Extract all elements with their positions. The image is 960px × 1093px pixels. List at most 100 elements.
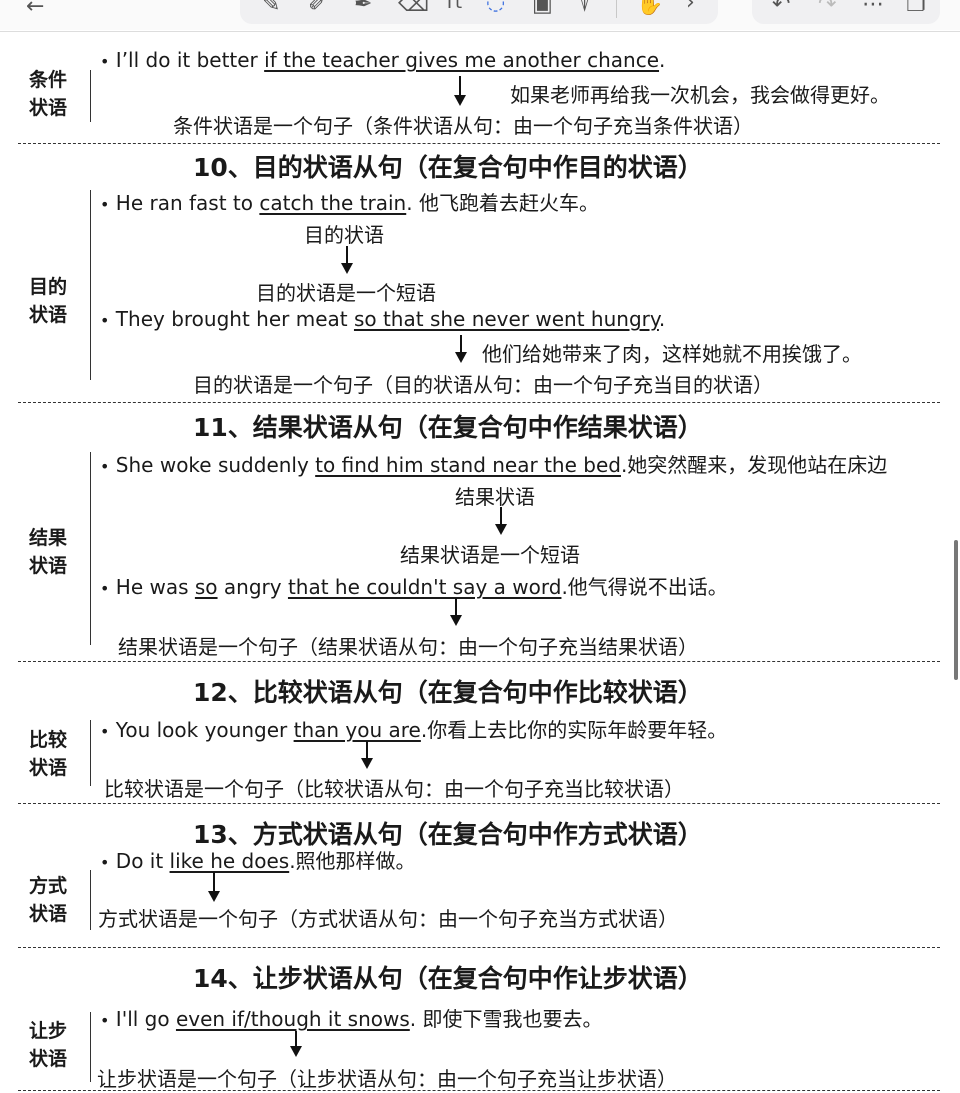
hand-icon[interactable]: ✋ [636, 0, 664, 17]
section-label-concession: 让步 状语 [20, 1017, 76, 1073]
section-label-purpose: 目的 状语 [20, 273, 76, 329]
example-sentence: • You look younger than you are.你看上去比你的实… [100, 714, 727, 743]
sentence-text: You look younger [115, 718, 294, 742]
phrase-note: 结果状语是一个短语 [400, 543, 580, 567]
label-bracket [90, 870, 91, 930]
section-heading: 13、方式状语从句（在复合句中作方式状语） [193, 820, 703, 849]
section-divider [18, 947, 940, 948]
example-sentence: • I'll go even if/though it snows. 即使下雪我… [100, 1003, 603, 1032]
label-line-1: 让步 [28, 1020, 67, 1042]
toolbar-separator [616, 0, 617, 18]
bullet: • [100, 722, 110, 741]
sentence-end: . [658, 307, 666, 331]
pages-icon[interactable]: ❐ [906, 0, 926, 17]
bullet: • [100, 52, 110, 71]
bullet: • [100, 1011, 110, 1030]
section-heading: 10、目的状语从句（在复合句中作目的状语） [193, 153, 703, 182]
label-line-1: 结果 [28, 527, 67, 549]
arrow-head-icon [361, 758, 373, 769]
section-label-manner: 方式 状语 [20, 872, 76, 928]
phrase-note: 目的状语是一个短语 [256, 281, 436, 305]
example-sentence: • I’ll do it better if the teacher gives… [100, 48, 665, 72]
translation: 他们给她带来了肉，这样她就不用挨饿了。 [482, 342, 862, 366]
vertical-scrollbar[interactable] [954, 540, 958, 680]
underlined-clause: than you are [293, 718, 421, 742]
mic-icon[interactable]: ⍒ [578, 0, 592, 17]
section-label-result: 结果 状语 [20, 524, 76, 580]
section-label-condition: 条件 状语 [20, 66, 76, 122]
text-tool-icon[interactable]: Tt [444, 0, 463, 13]
clause-note: 目的状语是一个句子（目的状语从句：由一个句子充当目的状语） [193, 373, 773, 397]
section-divider [18, 143, 940, 144]
sentence-text: I’ll do it better [115, 48, 265, 72]
sentence-text: They brought her meat [115, 307, 354, 331]
arrow-down-icon [460, 335, 462, 353]
underlined-clause: so that she never went hungry [353, 307, 659, 331]
chevron-right-icon[interactable]: › [686, 0, 695, 15]
label-line-1: 条件 [28, 69, 67, 91]
toolbar-divider [0, 31, 960, 32]
app-toolbar: ← ✎ ✐ ✒ ⌫ Tt ◌ ▣ ⍒ ✋ › ↶ ↷ ⋯ ❐ [0, 0, 960, 30]
clause-note: 结果状语是一个句子（结果状语从句：由一个句子充当结果状语） [118, 635, 698, 659]
sentence-text: angry [217, 575, 288, 599]
arrow-down-icon [455, 598, 457, 616]
arrow-down-icon [213, 872, 215, 892]
sentence-end: .他气得说不出话。 [561, 575, 728, 599]
sentence-text: She woke suddenly [115, 453, 316, 477]
lasso-icon[interactable]: ◌ [486, 0, 506, 15]
label-line-2: 状语 [28, 97, 67, 119]
label-bracket [90, 1012, 91, 1082]
redo-icon[interactable]: ↷ [818, 0, 837, 17]
section-divider [18, 661, 940, 662]
annotation-label: 结果状语 [455, 485, 535, 509]
image-icon[interactable]: ▣ [532, 0, 553, 17]
example-sentence: • She woke suddenly to find him stand ne… [100, 449, 887, 478]
label-line-1: 方式 [28, 875, 67, 897]
bullet: • [100, 195, 110, 214]
section-label-comparison: 比较 状语 [20, 726, 76, 782]
underlined-phrase: to find him stand near the bed [315, 453, 621, 477]
action-group: ↶ ↷ ⋯ ❐ [752, 0, 940, 24]
example-sentence: • He ran fast to catch the train. 他飞跑着去赶… [100, 187, 599, 216]
label-line-2: 状语 [28, 903, 67, 925]
arrow-head-icon [208, 891, 220, 902]
underlined-clause: even if/though it snows [175, 1007, 410, 1031]
sentence-end: .你看上去比你的实际年龄要年轻。 [420, 718, 728, 742]
section-divider [18, 1090, 940, 1091]
undo-icon[interactable]: ↶ [772, 0, 791, 17]
underlined-phrase: catch the train [259, 191, 407, 215]
label-bracket [90, 720, 91, 786]
arrow-head-icon [290, 1046, 302, 1057]
sentence-text: Do it [115, 849, 170, 873]
label-bracket [90, 452, 91, 645]
arrow-down-icon [459, 76, 461, 96]
annotation-label: 目的状语 [304, 223, 384, 247]
label-line-2: 状语 [28, 555, 67, 577]
bullet: • [100, 579, 110, 598]
eraser-icon[interactable]: ⌫ [398, 0, 430, 17]
bullet: • [100, 457, 110, 476]
underlined-clause: that he couldn't say a word [287, 575, 562, 599]
clause-note: 比较状语是一个句子（比较状语从句：由一个句子充当比较状语） [104, 777, 684, 801]
underlined-clause: if the teacher gives me another chance [264, 48, 660, 72]
underlined-clause: like he does [169, 849, 290, 873]
highlighter-icon[interactable]: ✒ [354, 0, 373, 17]
pen-icon[interactable]: ✎ [262, 0, 281, 17]
arrow-head-icon [455, 352, 467, 363]
label-line-1: 目的 [28, 276, 67, 298]
back-arrow-icon[interactable]: ← [26, 0, 45, 19]
example-sentence: • Do it like he does.照他那样做。 [100, 845, 416, 874]
sentence-end: .她突然醒来，发现他站在床边 [620, 453, 888, 477]
sentence-end: . 即使下雪我也要去。 [409, 1007, 603, 1031]
more-icon[interactable]: ⋯ [862, 0, 884, 17]
section-heading: 14、让步状语从句（在复合句中作让步状语） [193, 964, 703, 993]
arrow-head-icon [454, 95, 466, 106]
arrow-head-icon [495, 524, 507, 535]
label-bracket [90, 70, 91, 122]
sentence-text: He ran fast to [115, 191, 260, 215]
marker-icon[interactable]: ✐ [308, 0, 327, 17]
clause-note: 条件状语是一个句子（条件状语从句：由一个句子充当条件状语） [173, 114, 753, 138]
sentence-end: . [659, 48, 666, 72]
example-sentence: • He was so angry that he couldn't say a… [100, 571, 728, 600]
translation: 如果老师再给我一次机会，我会做得更好。 [510, 83, 890, 107]
